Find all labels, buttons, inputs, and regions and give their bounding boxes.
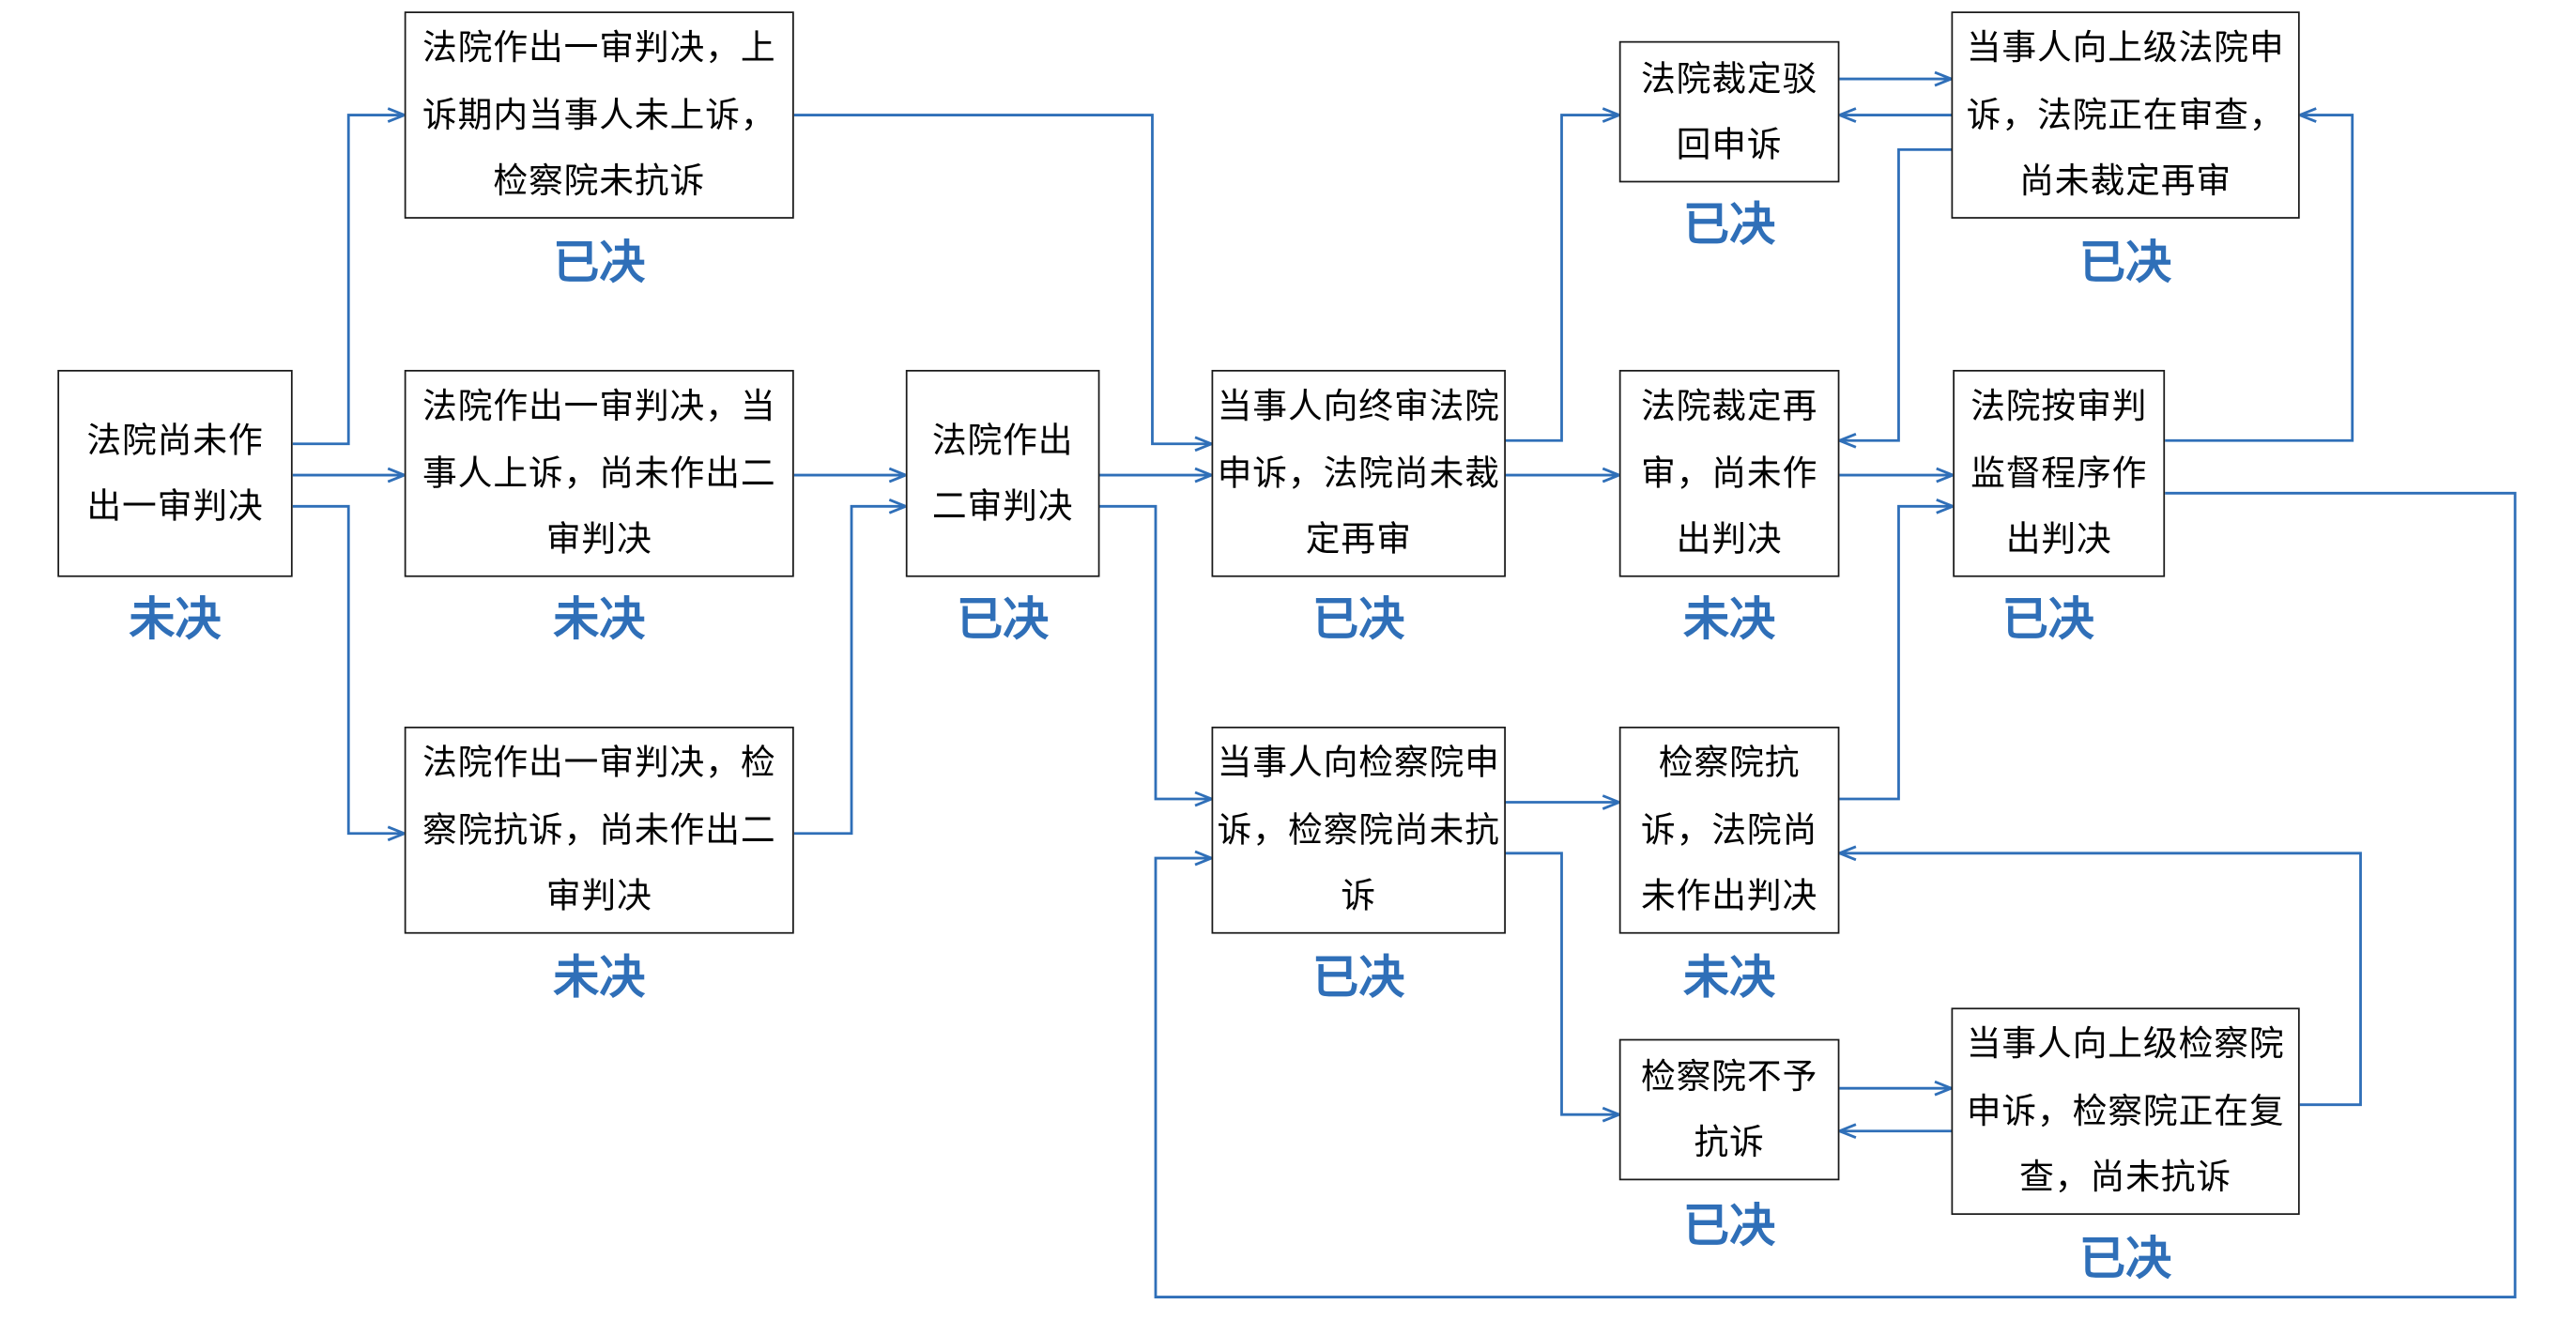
node-petition-proc-status: 已决 <box>1312 950 1405 1005</box>
node-petition-court: 当事人向终审法院申诉，法院尚未裁定再审 <box>1211 369 1506 577</box>
node-initial: 法院尚未作出一审判决 <box>57 369 293 577</box>
node-first-final: 法院作出一审判决，上诉期内当事人未上诉，检察院未抗诉 <box>404 11 794 219</box>
node-supervision: 法院按审判监督程序作出判决 <box>1953 369 2166 577</box>
node-supervision-text: 法院按审判监督程序作出判决 <box>1970 386 2148 560</box>
node-upper-court-status: 已决 <box>2079 235 2172 290</box>
node-upper-proc: 当事人向上级检察院申诉，检察院正在复查，尚未抗诉 <box>1951 1007 2300 1216</box>
node-petition-proc-text: 当事人向检察院申诉，检察院尚未抗诉 <box>1217 743 1500 916</box>
arrow-first-final-to-petition-court <box>793 114 1212 444</box>
arrow-second-to-petition-proc <box>1099 504 1211 799</box>
node-first-protest: 法院作出一审判决，检察院抗诉，尚未作出二审判决 <box>404 726 794 934</box>
node-first-protest-status: 未决 <box>553 950 646 1005</box>
node-proc-no: 检察院不予抗诉 <box>1618 1038 1840 1181</box>
node-second-status: 已决 <box>957 591 1050 647</box>
node-second: 法院作出二审判决 <box>905 369 1100 577</box>
node-retrial: 法院裁定再审，尚未作出判决 <box>1618 369 1840 577</box>
node-second-text: 法院作出二审判决 <box>931 420 1074 527</box>
arrow-proc-protest-to-supervision <box>1839 506 1953 801</box>
node-retrial-status: 未决 <box>1683 591 1776 647</box>
node-first-protest-text: 法院作出一审判决，检察院抗诉，尚未作出二审判决 <box>422 743 776 916</box>
arrow-upper-court-to-retrial <box>1839 147 1952 440</box>
arrow-initial-to-first-protest <box>292 504 405 833</box>
node-first-final-status: 已决 <box>553 235 646 290</box>
node-retrial-text: 法院裁定再审，尚未作出判决 <box>1640 386 1818 560</box>
node-petition-court-text: 当事人向终审法院申诉，法院尚未裁定再审 <box>1217 386 1500 560</box>
node-initial-text: 法院尚未作出一审判决 <box>86 420 264 527</box>
node-upper-court: 当事人向上级法院申诉，法院正在审查，尚未裁定再审 <box>1951 11 2300 219</box>
node-reject-status: 已决 <box>1683 197 1776 252</box>
node-first-appeal: 法院作出一审判决，当事人上诉，尚未作出二审判决 <box>404 369 794 577</box>
node-supervision-status: 已决 <box>2001 591 2094 647</box>
node-proc-protest-text: 检察院抗诉，法院尚未作出判决 <box>1640 743 1818 916</box>
node-petition-court-status: 已决 <box>1312 591 1405 647</box>
arrow-petition-proc-to-proc-no <box>1505 852 1619 1114</box>
node-first-appeal-text: 法院作出一审判决，当事人上诉，尚未作出二审判决 <box>422 386 776 560</box>
arrow-petition-court-to-reject <box>1505 115 1619 442</box>
node-proc-protest-status: 未决 <box>1683 950 1776 1005</box>
arrow-supervision-to-petition-proc <box>1154 491 2517 1298</box>
node-upper-proc-status: 已决 <box>2079 1231 2172 1286</box>
node-upper-court-text: 当事人向上级法院申诉，法院正在审查，尚未裁定再审 <box>1966 28 2285 202</box>
node-reject: 法院裁定驳回申诉 <box>1618 40 1840 183</box>
node-reject-text: 法院裁定驳回申诉 <box>1640 58 1818 165</box>
node-petition-proc: 当事人向检察院申诉，检察院尚未抗诉 <box>1211 726 1506 934</box>
arrow-upper-proc-to-proc-protest <box>1839 853 2362 1107</box>
arrow-first-protest-to-second <box>793 506 906 836</box>
node-proc-protest: 检察院抗诉，法院尚未作出判决 <box>1618 726 1840 934</box>
node-first-appeal-status: 未决 <box>553 591 646 647</box>
node-proc-no-status: 已决 <box>1683 1198 1776 1253</box>
node-first-final-text: 法院作出一审判决，上诉期内当事人未上诉，检察院未抗诉 <box>422 28 776 202</box>
arrow-supervision-to-upper-court <box>2165 115 2354 442</box>
node-proc-no-text: 检察院不予抗诉 <box>1640 1056 1818 1162</box>
node-initial-status: 未决 <box>129 591 222 647</box>
arrow-initial-to-first-final <box>292 115 405 446</box>
node-upper-proc-text: 当事人向上级检察院申诉，检察院正在复查，尚未抗诉 <box>1966 1024 2285 1198</box>
